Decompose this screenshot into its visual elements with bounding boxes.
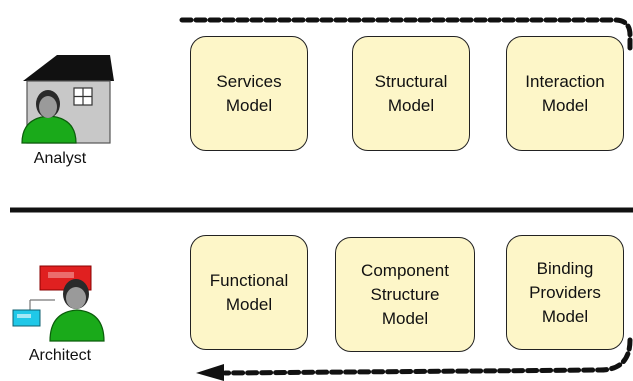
interaction-model-box: Interaction Model [506, 36, 624, 151]
top-dashed-arrow [179, 17, 633, 51]
screen-icon [12, 265, 92, 327]
architect-person-icon [49, 279, 105, 342]
arrowhead-icon [196, 364, 224, 381]
functional-model-box: Functional Model [190, 235, 308, 350]
structural-model-box: Structural Model [352, 36, 470, 151]
analyst-person-icon [21, 90, 77, 144]
services-model-box: Services Model [190, 36, 308, 151]
binding-providers-model-box: Binding Providers Model [506, 235, 624, 350]
component-structure-model-box: Component Structure Model [335, 237, 475, 352]
analyst-label: Analyst [33, 150, 87, 167]
architect-label: Architect [28, 347, 92, 364]
bottom-dashed-arrow [222, 337, 633, 376]
